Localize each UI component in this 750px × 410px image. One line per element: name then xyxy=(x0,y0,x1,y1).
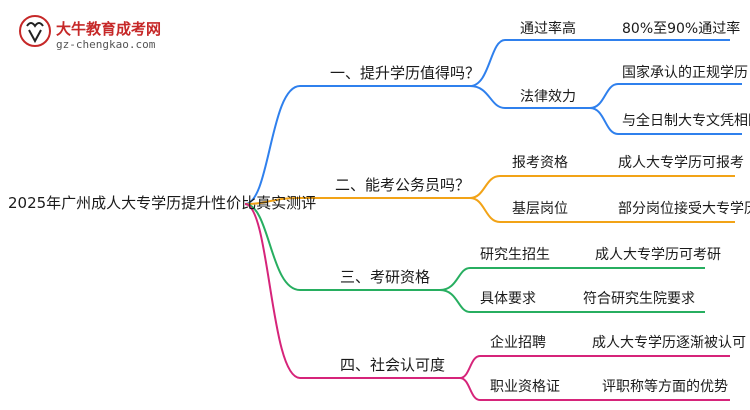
branch-2-child-2-leaf-1: 部分岗位接受大专学历 xyxy=(618,201,750,217)
root-to-branch-3-line xyxy=(244,203,440,291)
root-to-branch-2-line xyxy=(244,197,470,205)
branch-4-to-child-1-line xyxy=(459,355,730,379)
logo-title: 大牛教育成考网 xyxy=(56,20,162,38)
branch-2-to-child-2-line xyxy=(469,197,735,223)
branch-1-to-child-2-line xyxy=(469,85,590,109)
branch-3-to-child-1-line xyxy=(439,267,705,291)
branch-1-child-2-leaf-1: 国家承认的正规学历 xyxy=(622,65,748,81)
branch-4-child-1-label: 企业招聘 xyxy=(490,335,546,351)
branch-4-child-2-leaf-1: 评职称等方面的优势 xyxy=(602,379,728,395)
branch-1-to-child-1-line xyxy=(469,39,730,87)
branch-2-child-2-label: 基层岗位 xyxy=(512,201,568,217)
root-to-branch-1-line xyxy=(244,85,470,205)
site-logo: 大牛教育成考网 gz-chengkao.com xyxy=(18,14,168,54)
child-2-to-leaf-2-line xyxy=(589,107,742,135)
branch-4-connectors xyxy=(244,203,730,401)
branch-1-child-1-leaf-1: 80%至90%通过率 xyxy=(622,21,741,37)
branch-3-child-1-leaf-1: 成人大专学历可考研 xyxy=(595,247,721,263)
branch-2-to-child-1-line xyxy=(469,175,735,199)
branch-4-child-1-leaf-1: 成人大专学历逐渐被认可 xyxy=(592,335,746,351)
branch-4-to-child-2-line xyxy=(459,377,730,401)
branch-3-to-child-2-line xyxy=(439,289,705,313)
branch-4-child-2-label: 职业资格证 xyxy=(490,379,560,395)
logo-url: gz-chengkao.com xyxy=(56,38,156,51)
branch-2-connectors xyxy=(244,175,735,223)
branch-4-label: 四、社会认可度 xyxy=(340,356,446,374)
branch-1-child-2-label: 法律效力 xyxy=(520,89,576,105)
root-topic: 2025年广州成人大专学历提升性价比真实测评 xyxy=(8,194,317,212)
branch-3-child-2-leaf-1: 符合研究生院要求 xyxy=(583,291,695,307)
branch-1-label: 一、提升学历值得吗？ xyxy=(330,64,481,82)
branch-2-child-1-label: 报考资格 xyxy=(512,155,568,171)
logo-ox-icon xyxy=(19,15,51,47)
child-2-to-leaf-1-line xyxy=(589,83,742,109)
branch-3-child-1-label: 研究生招生 xyxy=(480,247,550,263)
branch-2-label: 二、能考公务员吗？ xyxy=(335,176,471,194)
branch-3-label: 三、考研资格 xyxy=(340,268,431,286)
root-to-branch-4-line xyxy=(244,203,460,379)
branch-3-child-2-label: 具体要求 xyxy=(480,291,536,307)
branch-2-child-1-leaf-1: 成人大专学历可报考 xyxy=(618,155,744,171)
branch-3-connectors xyxy=(244,203,705,313)
branch-1-child-2-leaf-2: 与全日制大专文凭相同 xyxy=(622,113,750,129)
branch-1-connectors xyxy=(244,39,742,205)
branch-1-child-1-label: 通过率高 xyxy=(520,21,576,37)
